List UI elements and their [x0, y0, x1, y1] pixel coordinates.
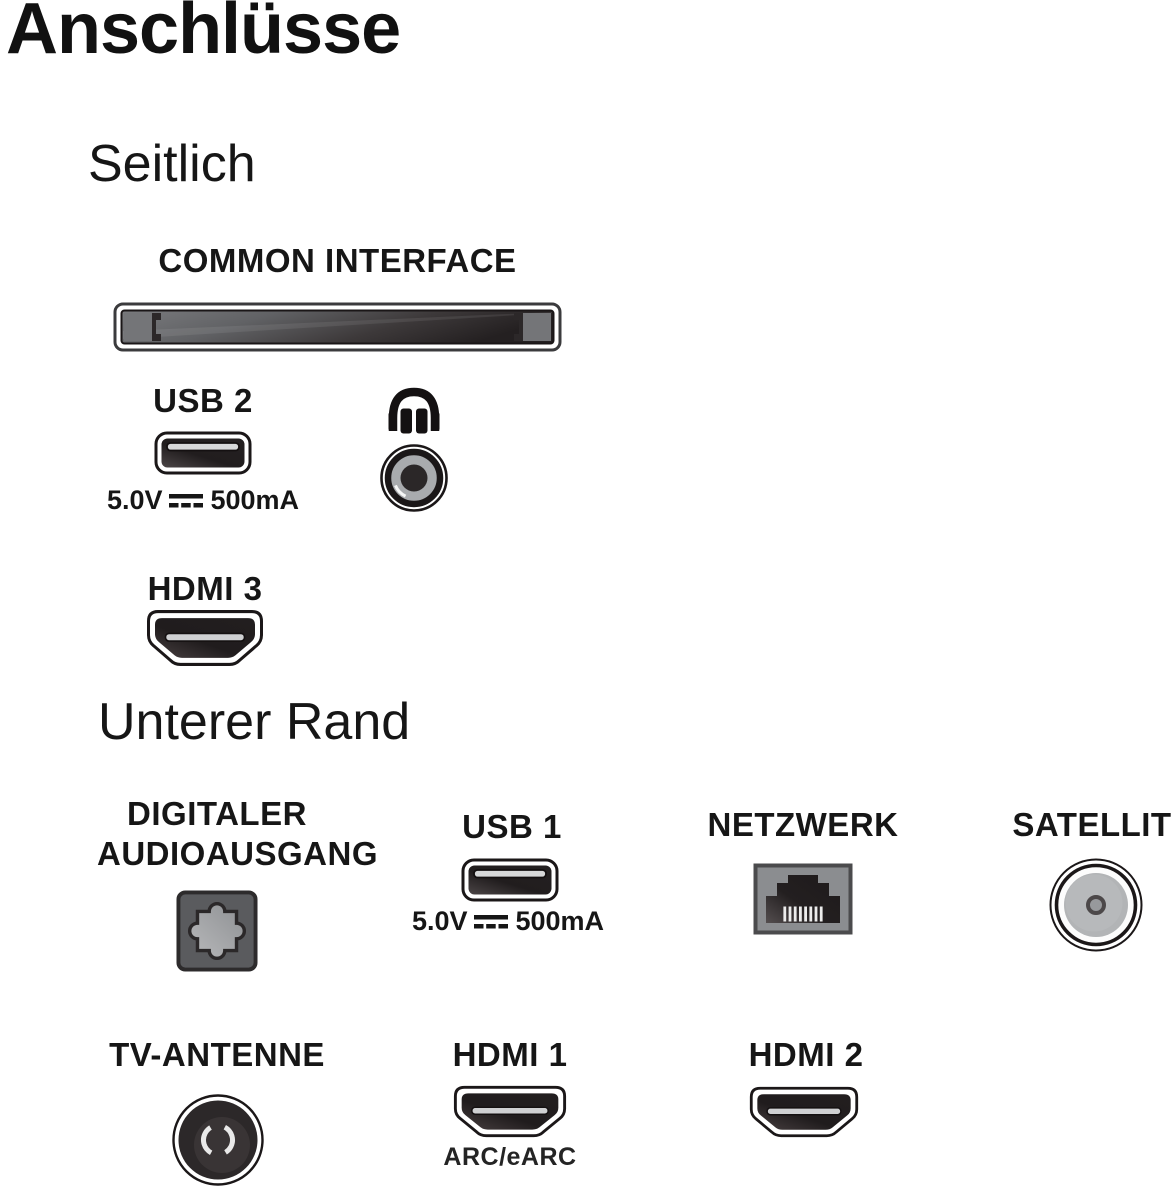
usb2-power-spec: 5.0V 500mA	[83, 485, 323, 516]
digital-audio-out-label-line2: AUDIOAUSGANG	[97, 835, 379, 872]
optical-audio-port-icon	[176, 890, 258, 972]
section-heading-side: Seitlich	[88, 135, 256, 193]
satellite-label: SATELLIT	[1012, 806, 1171, 843]
usb1-label: USB 1	[462, 808, 562, 845]
hdmi-port-icon	[145, 609, 265, 667]
network-label: NETZWERK	[707, 806, 899, 843]
ci-slot-icon	[113, 302, 562, 352]
usb-port-icon	[154, 431, 252, 475]
headphones-icon	[376, 384, 452, 514]
usb1-volts: 5.0V	[411, 906, 468, 936]
hdmi3-label: HDMI 3	[147, 570, 263, 607]
hdmi2-label: HDMI 2	[748, 1036, 864, 1073]
antenna-connector-icon	[171, 1093, 265, 1187]
hdmi1-arc-sublabel: ARC/eARC	[443, 1143, 577, 1171]
usb2-label: USB 2	[153, 382, 253, 419]
section-heading-bottom: Unterer Rand	[98, 693, 411, 751]
hdmi-port-icon	[748, 1086, 860, 1138]
hdmi-port-icon	[452, 1085, 568, 1138]
hdmi1-label: HDMI 1	[452, 1036, 568, 1073]
ethernet-port-icon	[753, 863, 853, 935]
usb2-amps: 500mA	[210, 485, 300, 515]
audio-jack-icon	[380, 444, 448, 512]
dc-symbol-icon	[472, 913, 510, 931]
usb1-power-spec: 5.0V 500mA	[388, 906, 628, 937]
digital-audio-out-label-line1: DIGITALER	[127, 795, 307, 832]
page-title: Anschlüsse	[6, 0, 401, 69]
dc-symbol-icon	[167, 492, 205, 510]
usb1-amps: 500mA	[515, 906, 605, 936]
common-interface-label: COMMON INTERFACE	[158, 242, 517, 279]
coax-f-connector-icon	[1048, 857, 1144, 953]
digital-audio-out-label: DIGITALER AUDIOAUSGANG	[97, 794, 379, 874]
tv-antenna-label: TV-ANTENNE	[109, 1036, 325, 1073]
usb2-volts: 5.0V	[106, 485, 163, 515]
usb-port-icon	[461, 858, 559, 902]
